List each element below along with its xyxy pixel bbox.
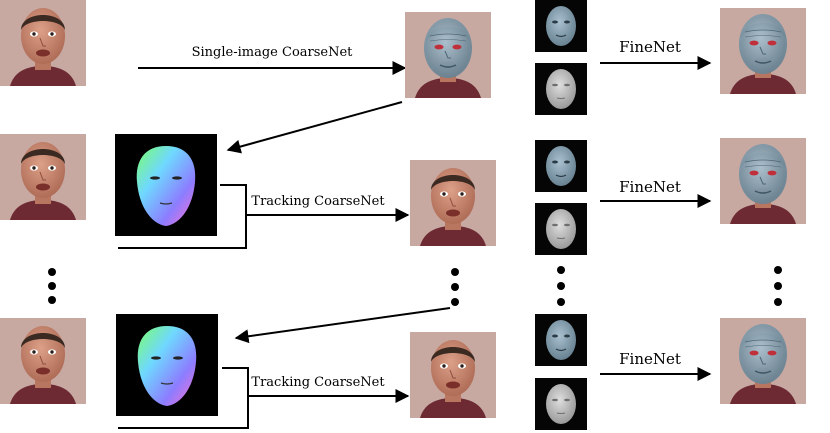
bracket-3 [118, 367, 249, 429]
coarse-gray-mesh-2-icon [534, 202, 588, 256]
ellipsis-middle [451, 268, 459, 306]
bracket-2 [118, 184, 247, 249]
fine-result-2 [720, 138, 806, 224]
coarse-result-3 [409, 331, 497, 419]
feedback-arrow-2 [234, 307, 451, 344]
coarse-gray-mesh-3-icon [534, 377, 588, 431]
coarse-gray-mesh-1-icon [534, 62, 588, 116]
finenet-label-2: FineNet [619, 178, 681, 196]
feedback-arrow-1 [226, 101, 403, 154]
fine-result-3 [720, 318, 806, 404]
tracking-coarsenet-label-2: Tracking CoarseNet [251, 375, 385, 390]
single-image-coarsenet-label: Single-image CoarseNet [192, 45, 354, 60]
input-frame-3-photo [0, 317, 87, 405]
tracking-coarsenet-label-1: Tracking CoarseNet [251, 194, 385, 209]
coarse-result-1 [405, 12, 491, 98]
normal-map-1-icon [114, 133, 218, 237]
finenet-label-3: FineNet [619, 350, 681, 368]
ellipsis-right [774, 266, 782, 306]
coarse-result-2 [409, 159, 497, 247]
coarse-mesh-3-icon [534, 313, 588, 367]
coarse-mesh-1-icon [534, 0, 588, 53]
fine-result-1 [720, 8, 806, 94]
ellipsis-left [48, 268, 56, 304]
normal-map-2-icon [115, 313, 219, 417]
ellipsis-mesh [557, 266, 565, 306]
input-frame-1-photo [0, 0, 87, 87]
input-frame-2-photo [0, 133, 87, 221]
coarse-mesh-2-icon [534, 139, 588, 193]
finenet-label-1: FineNet [619, 38, 681, 56]
